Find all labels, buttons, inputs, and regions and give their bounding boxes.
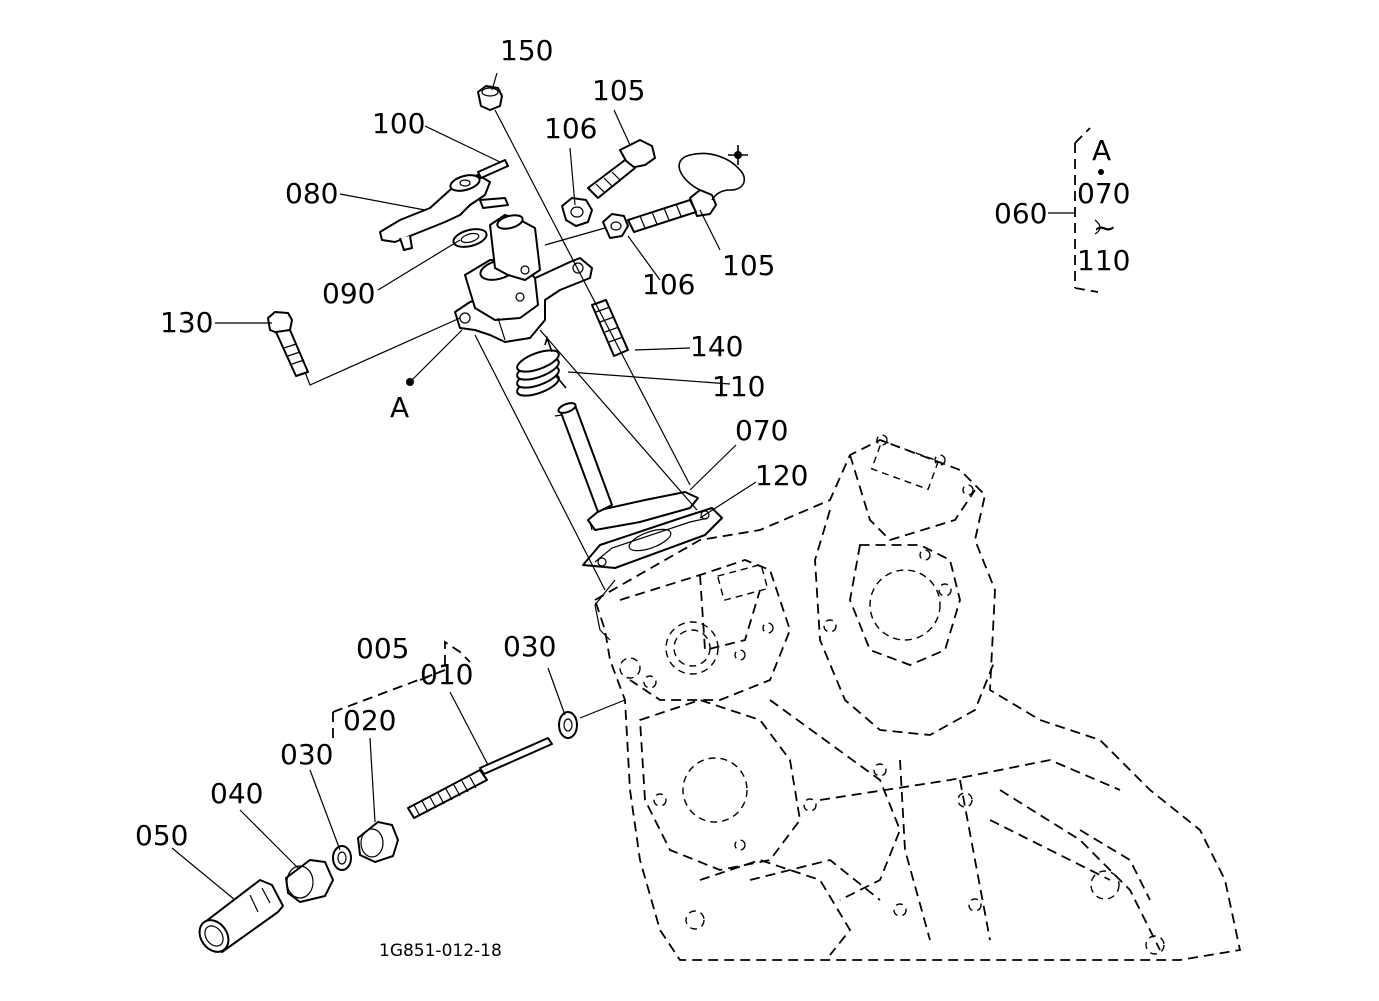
callout-105-upper: 105 (592, 74, 645, 107)
callout-100: 100 (372, 107, 425, 140)
callout-070: 070 (735, 414, 788, 447)
leader-lines (171, 72, 1104, 901)
note-group-060: 060 (994, 197, 1047, 230)
figure-code: 1G851-012-18 (379, 941, 502, 961)
nut-106-upper (561, 197, 593, 227)
gasket-120 (582, 507, 723, 569)
gear-case-housing (593, 434, 1242, 961)
pin-100 (477, 159, 509, 179)
callout-010: 010 (420, 658, 473, 691)
cover-housing (454, 214, 593, 343)
nut-040 (285, 859, 334, 903)
callout-105-lower: 105 (722, 249, 775, 282)
nut-020 (357, 821, 399, 863)
washer-030-right (558, 711, 578, 739)
callout-030-left: 030 (280, 738, 333, 771)
washer-030-left (332, 845, 352, 871)
spring-110 (516, 335, 567, 397)
stud-140 (591, 299, 629, 357)
callout-090: 090 (322, 277, 375, 310)
callout-110: 110 (712, 370, 765, 403)
callout-030-right: 030 (503, 630, 556, 663)
plate-070 (587, 491, 699, 531)
callout-020: 020 (343, 704, 396, 737)
callout-050: 050 (135, 819, 188, 852)
callout-labels: 150 105 106 100 080 090 106 105 130 140 … (135, 34, 808, 852)
callout-130: 130 (160, 306, 213, 339)
bolt-130 (267, 311, 309, 377)
callout-A: A (390, 391, 409, 424)
callout-106-upper: 106 (544, 112, 597, 145)
nut-106-lower (602, 213, 629, 239)
callout-005: 005 (356, 632, 409, 665)
note-from-070: 070 (1077, 177, 1130, 210)
callout-120: 120 (755, 459, 808, 492)
note-to-110: 110 (1077, 244, 1130, 277)
bolt-105-lower (627, 189, 717, 233)
bolt-105-upper (587, 139, 656, 199)
callout-140: 140 (690, 330, 743, 363)
lever-080 (379, 174, 509, 251)
note-tilde: ~ (1093, 211, 1116, 244)
callout-106-lower: 106 (642, 268, 695, 301)
callout-040: 040 (210, 777, 263, 810)
seal-090 (452, 228, 488, 248)
nut-150 (477, 85, 503, 111)
callout-150: 150 (500, 34, 553, 67)
wire-loop (678, 145, 748, 201)
cap-050 (198, 879, 284, 953)
callout-080: 080 (285, 177, 338, 210)
assembly-note-060: 060 A 070 ~ 110 (994, 134, 1130, 277)
adjust-rod-010 (407, 737, 553, 819)
lever-shaft (554, 402, 613, 513)
note-ref-A: A (1092, 134, 1111, 167)
